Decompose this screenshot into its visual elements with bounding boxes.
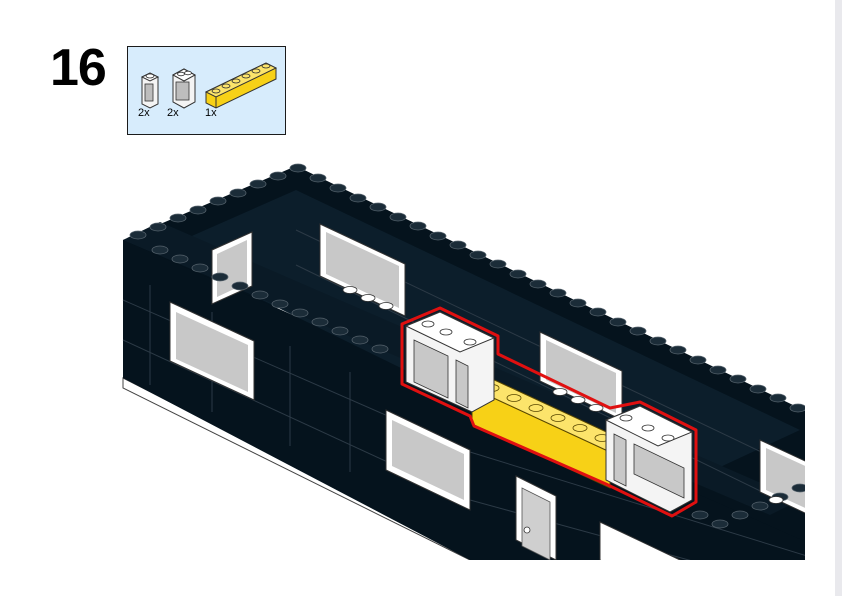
part-quantity-3: 1x	[205, 107, 217, 119]
front-window-2	[385, 409, 471, 511]
back-window-3	[759, 439, 805, 514]
highlight-outline	[400, 306, 698, 518]
part-quantity-1: 2x	[138, 107, 150, 119]
new-window-frames-right	[604, 405, 694, 513]
front-window-1	[169, 301, 255, 401]
part-quantity-2: 2x	[167, 107, 179, 119]
parts-callout	[127, 46, 286, 135]
new-window-frames-left	[404, 311, 496, 413]
back-window-1	[319, 223, 406, 317]
wall-studs	[129, 163, 805, 529]
new-parts-highlight	[400, 306, 698, 518]
page-edge-bar	[835, 0, 842, 596]
window-frame-1x1x2-icon	[140, 72, 160, 109]
brick-1x6-icon	[204, 62, 278, 109]
sill-studs	[342, 286, 784, 504]
front-door	[515, 475, 557, 560]
front-window-3	[599, 521, 681, 560]
window-frame-1x2x2-icon	[171, 68, 197, 109]
step-number: 16	[50, 39, 107, 97]
